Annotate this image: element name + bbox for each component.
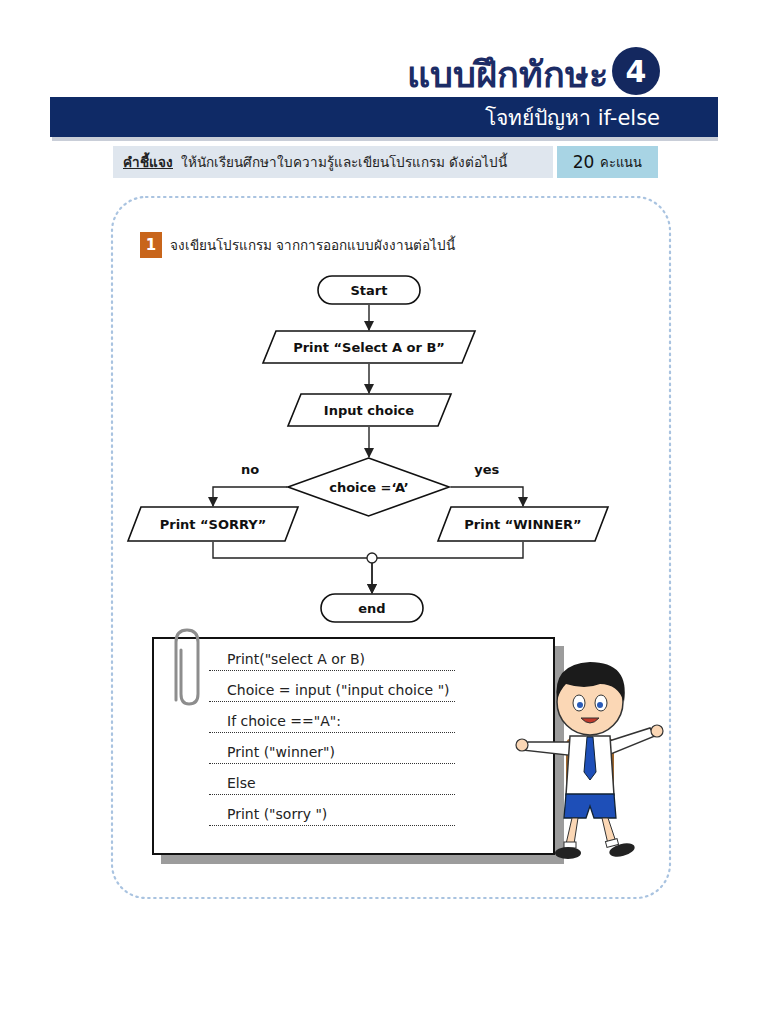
left-pupil [577, 702, 583, 708]
merge-connector [367, 553, 377, 563]
band-shadow [52, 137, 718, 141]
right-shoe [608, 841, 636, 859]
number-badge: 4 [612, 47, 660, 95]
flow-arrow [368, 364, 369, 393]
right-sock [605, 839, 618, 848]
left-shoe [555, 847, 581, 859]
dotted-frame [112, 197, 670, 898]
node-text: Start [351, 283, 388, 298]
instruction-band: คำชี้แจง ให้นักเรียนศึกษาใบความรู้และเขีย… [113, 146, 553, 178]
left-arm [522, 742, 576, 756]
output-parallelogram: Print “WINNER” [437, 506, 609, 542]
subtitle-band: โจทย์ปัญหา if-else [50, 97, 718, 137]
code-line: Print ("sorry ") [209, 804, 455, 826]
instruction-heading: คำชี้แจง [123, 151, 173, 173]
left-leg [566, 818, 578, 844]
node-text: Print “WINNER” [464, 517, 581, 532]
score-box: 20คะแนน [557, 146, 658, 178]
code-line: Choice = input ("input choice ") [209, 680, 455, 702]
question-number: 1 [140, 232, 162, 258]
hair [556, 662, 624, 702]
right-hand [651, 725, 663, 737]
node-text: choice =‘A’ [329, 480, 409, 495]
left-sock [564, 842, 576, 848]
code-line: Print("select A or B) [209, 649, 455, 671]
tie [584, 737, 596, 780]
mouth [581, 718, 599, 723]
input-parallelogram: Input choice [287, 393, 452, 427]
node-text: end [358, 601, 385, 616]
shirt [566, 736, 614, 795]
head [557, 669, 623, 735]
node-text: คะแนน [600, 152, 642, 173]
flow-arrow [368, 305, 369, 330]
code-line: If choice =="A": [209, 711, 455, 733]
node-text: ให้นักเรียนศึกษาใบความรู้และเขียนโปรแกรม… [181, 151, 507, 173]
code-line: Else [209, 773, 455, 795]
edge-label: no [239, 462, 261, 477]
right-pupil [597, 702, 603, 708]
shorts [564, 794, 616, 818]
right-leg [602, 818, 616, 844]
node-text: โจทย์ปัญหา if-else [485, 101, 660, 134]
left-hand [516, 739, 528, 751]
output-parallelogram: Print “SORRY” [127, 506, 299, 542]
student-figure [516, 662, 663, 859]
code-line: Print ("winner") [209, 742, 455, 764]
right-eye [595, 695, 607, 711]
node-text: Print “Select A or B” [293, 340, 445, 355]
edge-label: yes [472, 462, 501, 477]
node-text: 1 [146, 236, 156, 254]
node-text: Input choice [324, 403, 414, 418]
node-text: 4 [626, 54, 647, 89]
code-paper: Print("select A or B) Choice = input ("in… [152, 637, 555, 855]
right-arm [606, 728, 655, 756]
flow-arrow [451, 487, 523, 506]
flow-arrow [372, 542, 523, 593]
flow-arrow [368, 427, 369, 457]
output-parallelogram: Print “Select A or B” [262, 330, 476, 364]
worksheet-title: แบบฝึกทักษะ [407, 46, 608, 103]
decision-diamond: choice =‘A’ [287, 457, 450, 517]
question-text: จงเขียนโปรแกรม จากการออกแบบผังงานต่อไปนี… [170, 234, 455, 256]
score-number: 20 [573, 152, 595, 172]
node-text: Print “SORRY” [160, 517, 267, 532]
terminal-end: end [320, 593, 424, 623]
left-eye [573, 695, 585, 711]
flow-arrow [213, 542, 372, 593]
backpack [566, 738, 614, 790]
paperclip [176, 630, 198, 704]
terminal-start: Start [317, 275, 421, 305]
flow-arrow [213, 487, 287, 506]
